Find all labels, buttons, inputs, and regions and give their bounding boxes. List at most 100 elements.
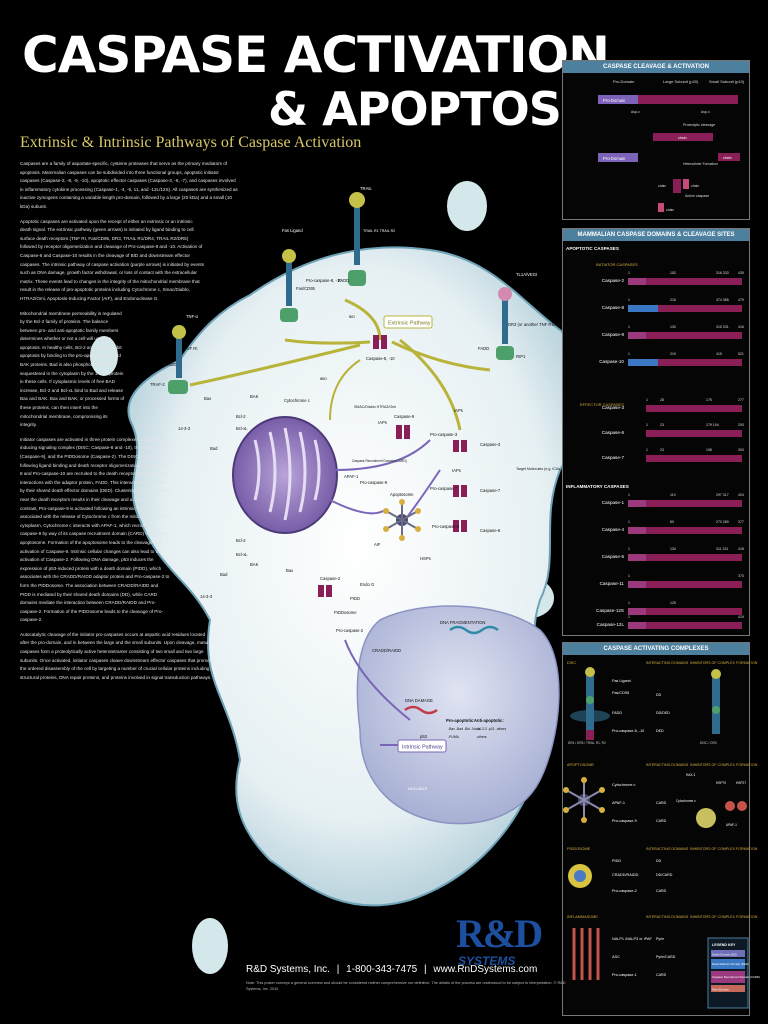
label-14-3-3-2: 14-3-3 xyxy=(200,594,213,599)
domain-bar xyxy=(646,455,742,462)
domain-residue-number: 415 xyxy=(716,352,722,356)
domain-residue-number: 130 xyxy=(670,325,676,329)
dna-damage xyxy=(404,705,438,715)
dr3-receptor xyxy=(496,287,514,360)
card-domain xyxy=(628,608,646,615)
domain-residue-number: 419 xyxy=(738,615,744,619)
domain-residue-number: 1 xyxy=(646,448,648,452)
svg-text:DD/CARD: DD/CARD xyxy=(656,873,673,877)
label-bax-1: Bax xyxy=(204,396,212,401)
company-name: R&D Systems, Inc. xyxy=(246,964,330,975)
label-bcl2-1: Bcl-2 xyxy=(236,414,246,419)
domain-residue-number: 373 xyxy=(738,574,744,578)
svg-text:Extrinsic Pathway: Extrinsic Pathway xyxy=(388,321,431,327)
domain-row-name: Caspase-12L xyxy=(596,622,624,627)
label-procaspase-3: Pro-caspase-3 xyxy=(430,432,458,437)
domain-residue-number: 1 xyxy=(628,615,630,619)
domain-residue-number: 374 385 xyxy=(716,298,729,302)
intrinsic-arrow xyxy=(344,639,411,721)
domain-residue-number: 316 333 xyxy=(716,271,729,275)
domain-row-name: Caspase-12S xyxy=(596,608,624,613)
mitochondrion xyxy=(232,416,338,534)
apoptosome-complex: APOPTOSOME INTERACTING DOMAINS INHIBITOR… xyxy=(563,763,758,828)
intro-paragraph-4: Initiator caspases are activated in thre… xyxy=(20,436,170,623)
fas-receptor xyxy=(280,249,298,322)
svg-text:INHIBITORS OF COMPLEX FORMATIO: INHIBITORS OF COMPLEX FORMATION xyxy=(690,661,758,665)
domain-row-name: Caspase-3 xyxy=(601,405,624,410)
label-procaspase-7: Pro-caspase-7 xyxy=(430,486,458,491)
svg-text:DD/DED: DD/DED xyxy=(656,711,670,715)
domain-residue-number: 179 194 xyxy=(706,423,719,427)
domain-residue-number: 1 xyxy=(628,574,630,578)
svg-text:APAF-1: APAF-1 xyxy=(612,801,625,805)
svg-text:DISC / DR3: DISC / DR3 xyxy=(700,741,717,745)
caspase-3-dimer xyxy=(453,440,467,452)
domain-row: Caspase-12L 1 419 xyxy=(566,612,750,638)
nucleus xyxy=(356,605,560,825)
intrinsic-arrow xyxy=(334,439,431,471)
label-bclxl-1: Bcl-xL xyxy=(236,426,248,431)
phone-number[interactable]: 1-800-343-7475 xyxy=(346,964,418,975)
svg-text:Heterodimer Formation: Heterodimer Formation xyxy=(683,162,718,166)
domain-residue-number: 1 xyxy=(628,547,630,551)
disc-complex: DISC INTERACTING DOMAINS INHIBITORS OF C… xyxy=(567,661,758,745)
label-iaps-1: IAPs xyxy=(378,420,387,425)
card-domain xyxy=(628,500,646,507)
website-link[interactable]: www.RnDSystems.com xyxy=(433,964,538,975)
apoptotic-heading: APOPTOTIC CASPASES xyxy=(566,246,619,251)
svg-text:CARD: CARD xyxy=(656,801,667,805)
svg-text:FADD: FADD xyxy=(612,711,622,715)
domain-residue-number: 1 xyxy=(646,423,648,427)
svg-text:DD: DD xyxy=(656,693,662,697)
extrinsic-arrow xyxy=(391,340,491,372)
cell-fragment xyxy=(192,918,228,974)
label-piddosome: PIDDosome xyxy=(334,610,357,615)
label-card: Caspase Recruitment Domain (CARD) xyxy=(352,459,407,463)
domain-residue-number: 175 xyxy=(706,398,712,402)
svg-text:PIDDOSOME: PIDDOSOME xyxy=(567,847,591,851)
legend-key: LEGEND KEY Death Domain (DD) Death Effec… xyxy=(707,937,760,1009)
domain-residue-number: 219 xyxy=(670,352,676,356)
domain-row-name: Caspase-6 xyxy=(601,430,624,435)
svg-text:HAX-1: HAX-1 xyxy=(686,773,696,777)
label-caspase-6: Caspase-6 xyxy=(480,528,501,533)
svg-text:NALP1 /NALP3 or IPAF: NALP1 /NALP3 or IPAF xyxy=(612,937,652,941)
domain-residue-number: 303 xyxy=(738,448,744,452)
label-caspase-7: Caspase-7 xyxy=(480,488,501,493)
extrinsic-arrow xyxy=(329,359,361,421)
label-pro-apoptotic: -Bax -Bad -Bid -Noxa xyxy=(448,727,480,731)
label-dna-damage: DNA DAMAGE xyxy=(405,698,433,703)
svg-text:HSP70: HSP70 xyxy=(716,781,726,785)
mitochondrion-cristae xyxy=(253,427,321,521)
svg-text:chain: chain xyxy=(666,208,674,212)
domain-residue-number: 479 xyxy=(738,298,744,302)
svg-text:PIDD: PIDD xyxy=(612,859,621,863)
domain-residue-number: 23 xyxy=(660,448,664,452)
label-bclxl-2: Bcl-xL xyxy=(236,552,248,557)
label-smac: SMAC/Diablo HTRA2/Omi xyxy=(354,405,396,409)
caspase-6-dimer xyxy=(453,520,467,532)
svg-text:INTERACTING DOMAINS: INTERACTING DOMAINS xyxy=(646,661,689,665)
label-tradd: TRADD xyxy=(162,362,176,367)
card-domain xyxy=(628,581,646,588)
domain-bar xyxy=(646,430,742,437)
domain-residue-number: 521 xyxy=(738,352,744,356)
cleavage-diagram: Pro-Domain Asp-x Asp-x Proteolytic cleav… xyxy=(598,95,740,212)
domain-residue-number: 23 xyxy=(660,423,664,427)
col-large: Large Subunit (p20) xyxy=(663,79,699,84)
label-tl1a: TL1A/VEGI xyxy=(516,272,537,277)
section-subtitle: Extrinsic & Intrinsic Pathways of Caspas… xyxy=(20,134,362,151)
domain-residue-number: 1 xyxy=(628,298,630,302)
svg-text:Fas/CD95: Fas/CD95 xyxy=(612,691,629,695)
caspase-9-dimer xyxy=(396,425,410,439)
label-fas-ligand: Fas Ligand xyxy=(282,228,303,233)
svg-text:Pyrin: Pyrin xyxy=(656,937,664,941)
svg-text:Asp-x: Asp-x xyxy=(701,110,710,114)
initiator-heading: INITIATOR CASPASES xyxy=(596,262,638,267)
label-trail: TRAIL xyxy=(360,186,373,191)
cleavage-panel-title: CASPASE CLEAVAGE & ACTIVATION xyxy=(563,61,749,73)
domain-row-name: Caspase-8 xyxy=(601,305,624,310)
